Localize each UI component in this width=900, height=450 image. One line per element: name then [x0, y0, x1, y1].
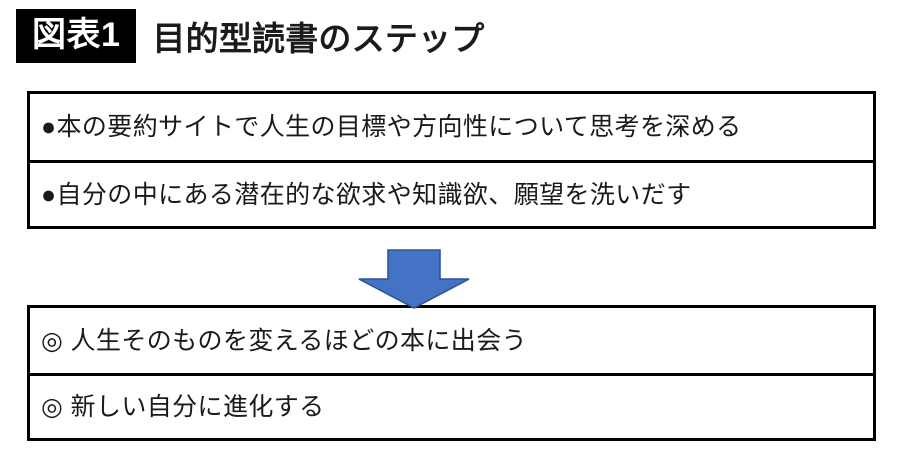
down-arrow-shape — [358, 249, 470, 309]
upper-box-row-1: ●本の要約サイトで人生の目標や方向性について思考を深める — [41, 113, 742, 141]
lower-box-row-2: ◎ 新しい自分に進化する — [30, 373, 873, 438]
figure-header: 図表1 目的型読書のステップ — [16, 9, 484, 63]
upper-box-row-2: ●自分の中にある潜在的な欲求や知識欲、願望を洗いだす — [30, 160, 873, 226]
lower-box-row-1: ◎ 人生そのものを変えるほどの本に出会う — [41, 326, 528, 355]
down-arrow-icon — [357, 249, 471, 309]
upper-step-box: ●本の要約サイトで人生の目標や方向性について思考を深める ●自分の中にある潜在的… — [27, 91, 876, 229]
lower-result-box: ◎ 人生そのものを変えるほどの本に出会う ◎ 新しい自分に進化する — [27, 305, 876, 441]
figure-number-badge: 図表1 — [16, 9, 137, 63]
page-title: 目的型読書のステップ — [152, 20, 485, 57]
arrow-polygon — [358, 249, 470, 309]
